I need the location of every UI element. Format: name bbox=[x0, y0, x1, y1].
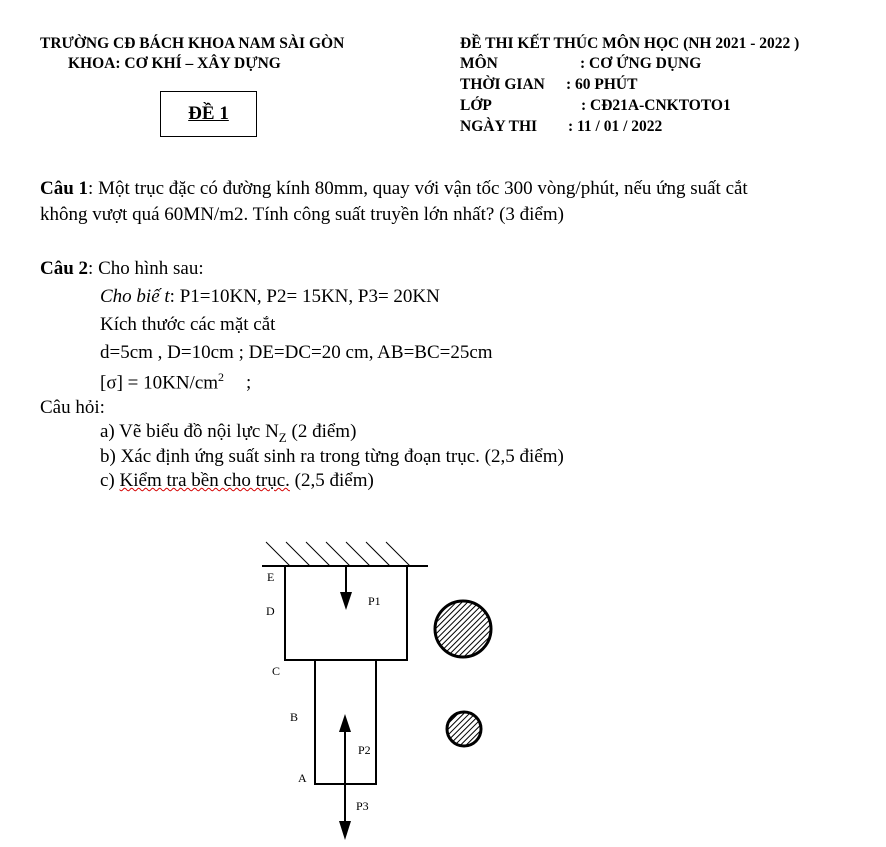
force-arrow-p3 bbox=[339, 784, 351, 840]
faculty-name: KHOA: CƠ KHÍ – XÂY DỰNG bbox=[68, 55, 281, 72]
sub-question-a-points: (2 điểm) bbox=[286, 421, 357, 442]
field-label-duration: THỜI GIAN bbox=[460, 76, 545, 93]
field-value-date: : 11 / 01 / 2022 bbox=[568, 118, 663, 135]
question-1-line-1: Câu 1: Một trục đặc có đường kính 80mm, … bbox=[40, 178, 748, 200]
school-name: TRƯỜNG CĐ BÁCH KHOA NAM SÀI GÒN bbox=[40, 35, 345, 52]
given-forces: Cho biế t: P1=10KN, P2= 15KN, P3= 20KN bbox=[100, 286, 440, 308]
question-1-line-2: không vượt quá 60MN/m2. Tính công suất t… bbox=[40, 204, 564, 225]
force-arrow-p2 bbox=[339, 714, 351, 784]
question-2-intro-text: : Cho hình sau: bbox=[88, 258, 204, 279]
point-label-d: D bbox=[266, 604, 275, 618]
given-label: Cho biế t bbox=[100, 286, 170, 307]
stress-exponent: 2 bbox=[218, 370, 225, 384]
field-label-class: LỚP bbox=[460, 97, 492, 114]
fixed-support bbox=[262, 541, 428, 567]
dims-title: Kích thước các mặt cắt bbox=[100, 314, 276, 335]
stress-value: [σ] = 10KN/cm bbox=[100, 372, 219, 394]
question-2-label: Câu 2 bbox=[40, 258, 89, 279]
field-label-subject: MÔN bbox=[460, 55, 498, 72]
exam-code: ĐỀ 1 bbox=[188, 103, 229, 124]
field-label-date: NGÀY THI bbox=[460, 118, 538, 135]
point-label-b: B bbox=[290, 710, 299, 724]
sub-question-a: a) Vẽ biểu đồ nội lực NZ (2 điểm) bbox=[100, 421, 356, 446]
given-values: : P1=10KN, P2= 15KN, P3= 20KN bbox=[169, 286, 440, 307]
stress-semicolon: ; bbox=[246, 372, 252, 394]
sub-question-b: b) Xác định ứng suất sinh ra trong từng … bbox=[100, 446, 564, 467]
point-label-c: C bbox=[272, 664, 281, 678]
sub-question-a-text: a) Vẽ biểu đồ nội lực N bbox=[100, 421, 279, 442]
point-label-e: E bbox=[267, 570, 275, 584]
sub-question-c-underlined: Kiểm tra bền cho trục. bbox=[119, 470, 290, 491]
force-label-p3: P3 bbox=[356, 799, 369, 813]
exam-code-box: ĐỀ 1 bbox=[160, 91, 257, 137]
field-value-class: : CĐ21A-CNKTOTO1 bbox=[581, 97, 731, 114]
sub-question-a-subscript: Z bbox=[278, 429, 287, 445]
sub-question-c-prefix: c) bbox=[100, 470, 120, 491]
sub-question-c: c) Kiểm tra bền cho trục. (2,5 điểm) bbox=[100, 470, 374, 492]
question-2-intro: Câu 2: Cho hình sau: bbox=[40, 258, 204, 280]
force-arrow-p1 bbox=[340, 566, 352, 610]
question-1-text: : Một trục đặc có đường kính 80mm, quay … bbox=[88, 178, 748, 199]
field-value-duration: : 60 PHÚT bbox=[566, 76, 638, 93]
cross-section-large bbox=[433, 599, 493, 659]
field-value-subject: : CƠ ỨNG DỤNG bbox=[580, 55, 702, 72]
question-1-label: Câu 1 bbox=[40, 178, 89, 199]
cross-section-small bbox=[445, 710, 483, 748]
allowable-stress: [σ] = 10KN/cm2; bbox=[100, 370, 251, 394]
force-label-p1: P1 bbox=[368, 594, 381, 608]
force-label-p2: P2 bbox=[358, 743, 371, 757]
exam-title: ĐỀ THI KẾT THÚC MÔN HỌC (NH 2021 - 2022 … bbox=[460, 35, 800, 52]
sub-question-c-points: (2,5 điểm) bbox=[289, 470, 374, 491]
dims-values: d=5cm , D=10cm ; DE=DC=20 cm, AB=BC=25cm bbox=[100, 342, 493, 363]
questions-label: Câu hỏi: bbox=[40, 397, 105, 418]
point-label-a: A bbox=[298, 771, 307, 785]
